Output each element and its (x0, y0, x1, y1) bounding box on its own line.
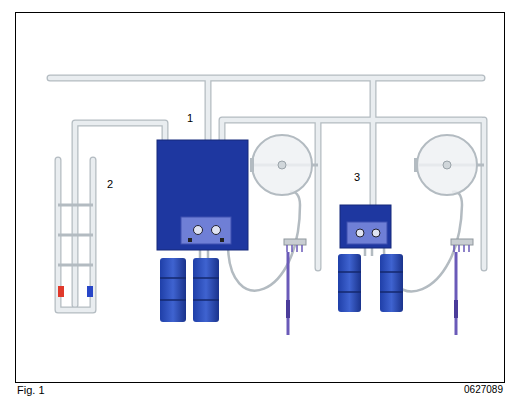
lance-holder (284, 239, 306, 335)
red-valve (58, 286, 64, 297)
pipework (50, 78, 484, 305)
lance-holder (451, 239, 473, 335)
hose-reel (250, 135, 318, 195)
callout-number: 1 (187, 113, 193, 124)
callout-number: 3 (354, 172, 360, 183)
satellite-unit (340, 205, 391, 248)
chemical-drums-1 (160, 258, 219, 322)
main-unit (157, 140, 248, 250)
chemical-drums-3 (338, 254, 403, 312)
figure-caption: Fig. 1 (17, 385, 45, 396)
blue-valve (87, 286, 93, 297)
hose-reel (414, 135, 484, 195)
figure-frame (16, 13, 505, 383)
rinse-rack (58, 160, 93, 310)
callout-number: 2 (107, 179, 113, 190)
figure-id: 0627089 (464, 385, 503, 395)
